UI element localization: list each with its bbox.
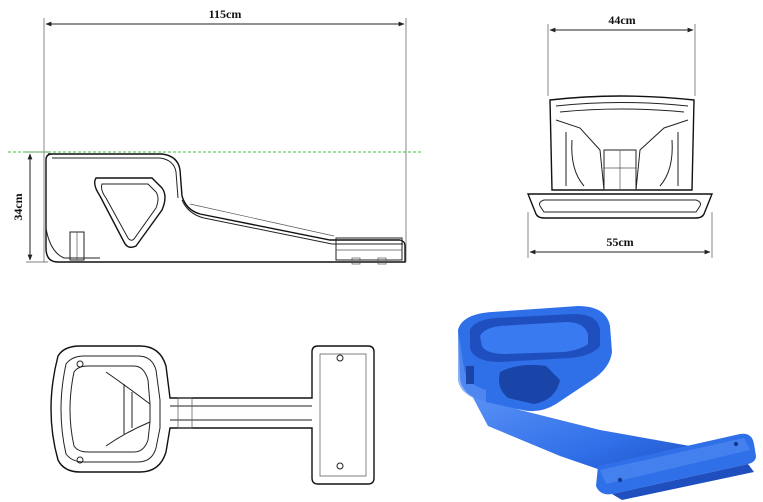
front-profile-outline: [526, 95, 714, 219]
mounting-hole: [76, 456, 84, 464]
mounting-hole: [336, 354, 344, 362]
height-label: 34cm: [11, 193, 25, 220]
top-view: [50, 345, 375, 485]
side-profile-outline: [45, 153, 406, 265]
mounting-hole: [336, 462, 344, 470]
front-view: 44cm 55cm: [526, 13, 714, 258]
height-dimension: 34cm: [11, 151, 48, 263]
render-hole: [617, 477, 623, 483]
mounting-hole: [76, 360, 84, 368]
top-width-label: 44cm: [608, 13, 635, 27]
render-hole: [733, 441, 739, 447]
3d-render: [458, 306, 756, 500]
length-label: 115cm: [209, 7, 242, 21]
top-width-dimension: 44cm: [547, 13, 696, 96]
bottom-width-label: 55cm: [606, 235, 633, 249]
side-view: 115cm 34cm: [8, 7, 422, 265]
length-dimension: 115cm: [43, 7, 407, 262]
bottom-width-dimension: 55cm: [527, 212, 713, 258]
